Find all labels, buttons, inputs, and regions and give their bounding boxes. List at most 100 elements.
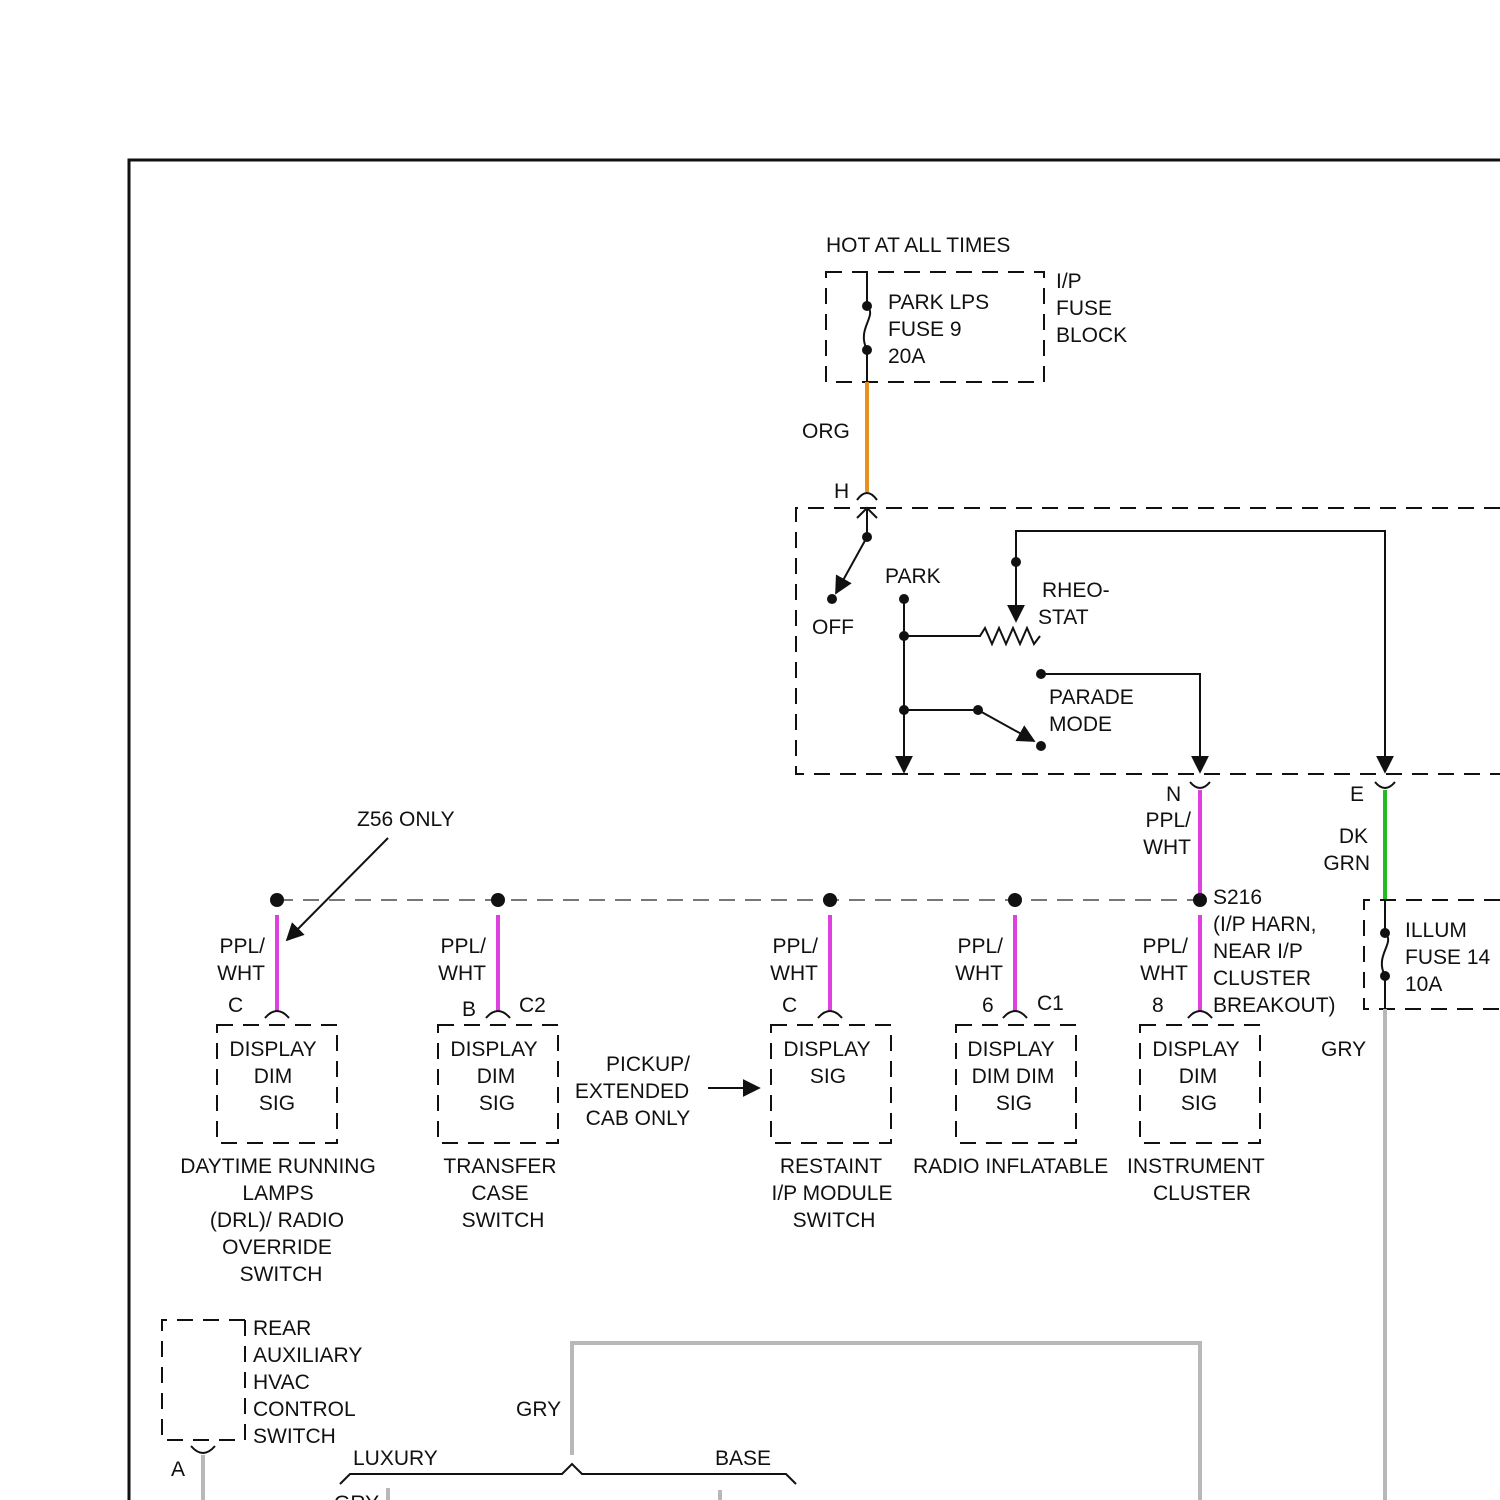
comp1-name-2: LAMPS: [242, 1182, 313, 1205]
park-lps-fuse-line-2: FUSE 9: [888, 318, 962, 341]
hot-at-all-times-label: HOT AT ALL TIMES: [826, 234, 1010, 257]
pin-n-label: N: [1166, 783, 1181, 806]
comp1-name-3: (DRL)/ RADIO: [210, 1209, 344, 1232]
pin-h-label: H: [834, 480, 849, 503]
off-position-label: OFF: [812, 616, 854, 639]
ppl-wht-label-3a: PPL/: [772, 935, 818, 958]
comp1-box-line-1: DISPLAY: [229, 1038, 316, 1061]
ppl-wht-label-n-2: WHT: [1143, 836, 1191, 859]
comp5-box-line-1: DISPLAY: [1152, 1038, 1239, 1061]
comp1-name-4: OVERRIDE: [222, 1236, 332, 1259]
ppl-wht-label-2b: WHT: [438, 962, 486, 985]
headlamp-switch-box: [796, 508, 1500, 774]
comp3-box-line-2: SIG: [810, 1065, 846, 1088]
comp3-box-line-1: DISPLAY: [783, 1038, 870, 1061]
rheostat-label-1: RHEO-: [1042, 579, 1110, 602]
ppl-wht-label-2a: PPL/: [440, 935, 486, 958]
comp2-pin: B: [462, 998, 476, 1021]
splice-node-2: [491, 893, 505, 907]
comp4-name-1: RADIO INFLATABLE: [913, 1155, 1108, 1178]
ppl-wht-label-1b: WHT: [217, 962, 265, 985]
comp2-box-line-1: DISPLAY: [450, 1038, 537, 1061]
comp2-name-1: TRANSFER: [443, 1155, 556, 1178]
org-wire-label: ORG: [802, 420, 850, 443]
pin-e-label: E: [1350, 783, 1364, 806]
fuse-block-label-2: FUSE: [1056, 297, 1112, 320]
park-position-label: PARK: [885, 565, 941, 588]
parade-mode-label-2: MODE: [1049, 713, 1112, 736]
rear-hvac-line-3: HVAC: [253, 1371, 310, 1394]
rear-hvac-line-4: CONTROL: [253, 1398, 356, 1421]
rear-hvac-line-2: AUXILIARY: [253, 1344, 362, 1367]
fuse-9-symbol: [864, 306, 870, 350]
comp2-box-line-3: SIG: [479, 1092, 515, 1115]
comp3-pin: C: [782, 994, 797, 1017]
comp5-box-line-2: DIM: [1179, 1065, 1218, 1088]
comp5-name-2: CLUSTER: [1153, 1182, 1251, 1205]
ppl-wht-label-5b: WHT: [1140, 962, 1188, 985]
park-lps-fuse-line-1: PARK LPS: [888, 291, 989, 314]
comp4-box-line-1: DISPLAY: [967, 1038, 1054, 1061]
pickup-note-2: EXTENDED: [575, 1080, 689, 1103]
splice-node-s216: [1193, 893, 1207, 907]
splice-s216-label: S216: [1213, 886, 1262, 909]
rear-hvac-line-5: SWITCH: [253, 1425, 336, 1448]
comp2-name-3: SWITCH: [462, 1209, 545, 1232]
splice-node-4: [1008, 893, 1022, 907]
z56-only-note: Z56 ONLY: [357, 808, 455, 831]
switch-blade: [836, 537, 867, 593]
splice-location-1: (I/P HARN,: [1213, 913, 1316, 936]
gry-label-illum: GRY: [1321, 1038, 1366, 1061]
splice-node-1: [270, 893, 284, 907]
comp1-name-1: DAYTIME RUNNING: [180, 1155, 376, 1178]
diagram-frame: [129, 160, 1500, 1500]
comp1-box-line-2: DIM: [254, 1065, 293, 1088]
comp4-box-line-2: DIM DIM: [972, 1065, 1055, 1088]
ppl-wht-label-3b: WHT: [770, 962, 818, 985]
comp4-box-line-3: SIG: [996, 1092, 1032, 1115]
rear-hvac-box: [162, 1320, 245, 1440]
splice-location-2: NEAR I/P: [1213, 940, 1303, 963]
fuse-block-label-1: I/P: [1056, 270, 1082, 293]
comp5-box-line-3: SIG: [1181, 1092, 1217, 1115]
gry-wire-loop: [572, 1343, 1200, 1500]
illum-fuse-line-1: ILLUM: [1405, 919, 1467, 942]
comp1-box-line-3: SIG: [259, 1092, 295, 1115]
ppl-wht-label-1a: PPL/: [219, 935, 265, 958]
ppl-wht-label-4a: PPL/: [957, 935, 1003, 958]
rheostat-symbol: [904, 628, 1040, 644]
ppl-wht-label-4b: WHT: [955, 962, 1003, 985]
parade-mode-label-1: PARADE: [1049, 686, 1134, 709]
gry-label-cut: GRY: [334, 1492, 379, 1500]
splice-node-3: [823, 893, 837, 907]
splice-location-4: BREAKOUT): [1213, 994, 1336, 1017]
illum-fuse-line-3: 10A: [1405, 973, 1442, 996]
comp1-pin: C: [228, 994, 243, 1017]
dk-grn-label-1: DK: [1339, 825, 1368, 848]
splice-location-3: CLUSTER: [1213, 967, 1311, 990]
connector-h-symbol: [857, 493, 877, 500]
fuse-14-symbol: [1382, 933, 1388, 976]
fuse-block-label-3: BLOCK: [1056, 324, 1127, 347]
comp4-pin: 6: [982, 994, 994, 1017]
illum-fuse-line-2: FUSE 14: [1405, 946, 1491, 969]
rear-hvac-pin: A: [171, 1458, 185, 1481]
park-lps-fuse-line-3: 20A: [888, 345, 925, 368]
pickup-note-3: CAB ONLY: [586, 1107, 691, 1130]
ppl-wht-label-n-1: PPL/: [1145, 809, 1191, 832]
rear-hvac-line-1: REAR: [253, 1317, 311, 1340]
comp4-connector: C1: [1037, 992, 1064, 1015]
comp3-name-1: RESTAINT: [780, 1155, 882, 1178]
comp5-name-1: INSTRUMENT: [1127, 1155, 1265, 1178]
comp2-connector: C2: [519, 994, 546, 1017]
comp2-box-line-2: DIM: [477, 1065, 516, 1088]
gry-label-loop: GRY: [516, 1398, 561, 1421]
comp5-pin: 8: [1152, 994, 1164, 1017]
rheostat-label-2: STAT: [1038, 606, 1089, 629]
ppl-wht-label-5a: PPL/: [1142, 935, 1188, 958]
comp1-name-5: SWITCH: [240, 1263, 323, 1286]
base-option-label: BASE: [715, 1447, 771, 1470]
comp3-name-2: I/P MODULE: [772, 1182, 893, 1205]
comp2-name-2: CASE: [471, 1182, 528, 1205]
